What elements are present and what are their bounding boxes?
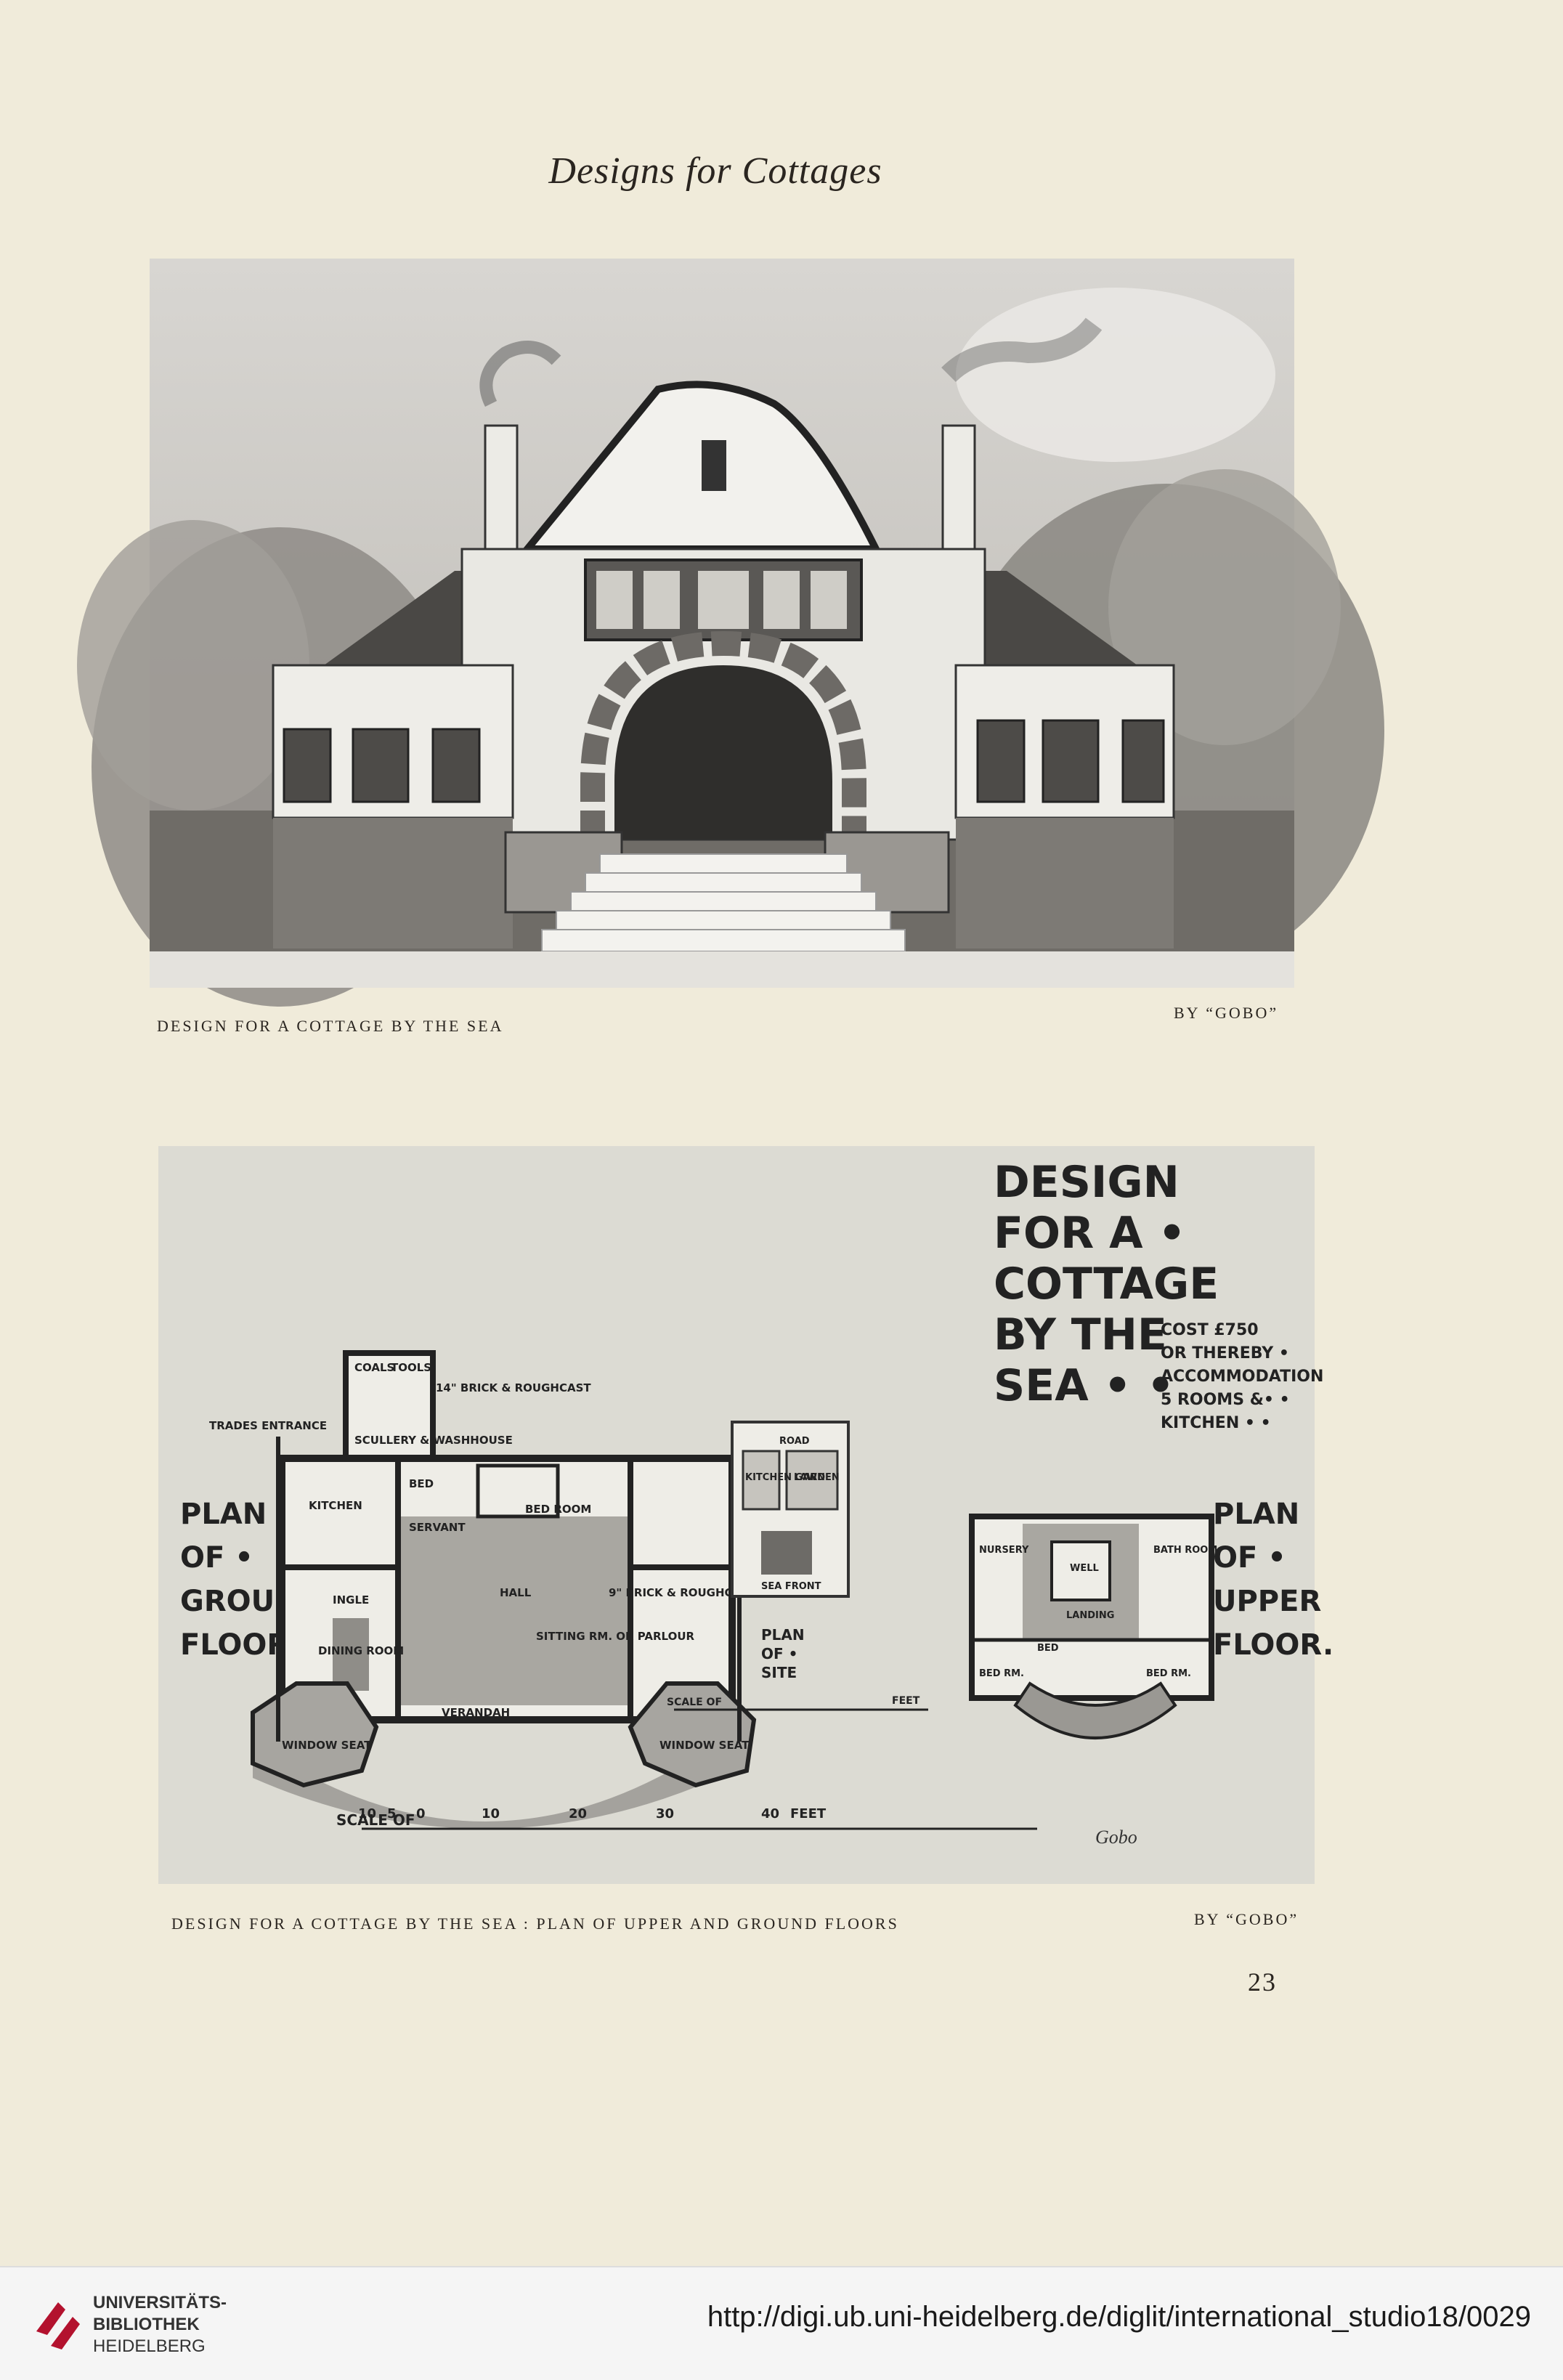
small-scale-label: SCALE OF xyxy=(667,1697,722,1708)
library-footer: UNIVERSITÄTS- BIBLIOTHEK HEIDELBERG http… xyxy=(0,2266,1563,2380)
room-window-seat-left: WINDOW SEAT xyxy=(282,1739,372,1752)
site-sea-front: SEA FRONT xyxy=(761,1581,821,1592)
small-scale-unit: FEET xyxy=(892,1695,920,1707)
cost-note-line-4: 5 ROOMS &• • xyxy=(1161,1391,1290,1409)
large-scale-tick: 10 xyxy=(358,1806,376,1821)
room-tools: TOOLS xyxy=(391,1361,431,1374)
cottage-plans-drawing: DESIGN FOR A • COTTAGE BY THE SEA • • CO… xyxy=(158,1146,1333,1884)
upper-floor-label-line-3: UPPER xyxy=(1213,1585,1321,1618)
room-sitting-room: SITTING RM. OR PARLOUR xyxy=(536,1630,695,1643)
site-plan-title: PLAN OF • SITE xyxy=(761,1626,805,1681)
cottage-elevation-drawing xyxy=(77,259,1384,1007)
tradesmens-entrance: TRADES ENTRANCE xyxy=(209,1419,327,1432)
library-logo-icon xyxy=(36,2302,80,2349)
cottage-plans-illustration: DESIGN FOR A • COTTAGE BY THE SEA • • CO… xyxy=(158,1146,1333,1884)
figure1-caption: DESIGN FOR A COTTAGE BY THE SEA xyxy=(157,1017,504,1035)
design-title-line-3: COTTAGE xyxy=(994,1259,1219,1309)
site-road: ROAD xyxy=(779,1436,810,1447)
room-hall: HALL xyxy=(500,1586,532,1599)
figure2-credit: BY “GOBO” xyxy=(1194,1910,1299,1928)
ground-floor-room-labels: KITCHEN BED ROOM HALL DINING ROOM SITTIN… xyxy=(209,1361,757,1752)
library-name-line-2: BIBLIOTHEK xyxy=(93,2315,200,2334)
figure2-caption: DESIGN FOR A COTTAGE BY THE SEA : PLAN O… xyxy=(171,1914,899,1933)
upper-floor-label-line-2: OF • xyxy=(1213,1541,1286,1575)
large-scale-tick: 40 xyxy=(761,1806,779,1821)
large-scale-tick: 5 xyxy=(387,1806,397,1821)
brick-note-mid: 9" BRICK & ROUGHCAST xyxy=(609,1586,757,1599)
room-dining-room: DINING ROOM xyxy=(318,1644,404,1657)
site-plan-title-line-2: OF • xyxy=(761,1645,797,1662)
design-title-line-5: SEA • • xyxy=(994,1360,1174,1411)
figure1-credit: BY “GOBO” xyxy=(1174,1004,1279,1022)
page: Designs for Cottages xyxy=(77,150,1384,1997)
room-verandah: VERANDAH xyxy=(442,1706,510,1719)
upper-bed-rm-left: BED RM. xyxy=(979,1668,1024,1679)
cottage-elevation-illustration xyxy=(77,259,1384,1007)
artist-signature: Gobo xyxy=(1095,1827,1137,1848)
cost-note-line-2: OR THEREBY • xyxy=(1161,1344,1289,1362)
library-name: UNIVERSITÄTS- BIBLIOTHEK HEIDELBERG xyxy=(93,2292,227,2357)
large-scale-unit: FEET xyxy=(790,1806,827,1821)
source-url-link[interactable]: http://digi.ub.uni-heidelberg.de/diglit/… xyxy=(707,2301,1531,2333)
room-kitchen: KITCHEN xyxy=(309,1499,362,1512)
room-servant: SERVANT xyxy=(409,1521,466,1534)
site-plan-labels: ROAD KITCHEN GARDEN LAWN SEA FRONT xyxy=(745,1436,840,1592)
room-ingle: INGLE xyxy=(333,1593,369,1607)
site-plan xyxy=(731,1421,850,1598)
site-plan-title-line-3: SITE xyxy=(761,1664,797,1681)
room-bed: BED xyxy=(409,1477,434,1490)
design-title-line-4: BY THE xyxy=(994,1309,1167,1360)
upper-floor-label: PLAN OF • UPPER FLOOR. xyxy=(1213,1498,1333,1662)
upper-bed: BED xyxy=(1037,1643,1059,1654)
large-scale-tick: 0 xyxy=(416,1806,426,1821)
upper-floor-label-line-4: FLOOR. xyxy=(1213,1628,1333,1662)
upper-bath-room: BATH ROOM xyxy=(1153,1545,1217,1556)
ground-floor-label-line-2: OF • xyxy=(180,1541,253,1575)
page-number: 23 xyxy=(1248,1967,1277,1997)
room-bed-room: BED ROOM xyxy=(525,1503,591,1516)
site-kitchen-garden: KITCHEN GARDEN xyxy=(745,1472,840,1483)
upper-landing: LANDING xyxy=(1066,1610,1114,1621)
site-plan-title-line-1: PLAN xyxy=(761,1626,805,1644)
ground-floor-plan xyxy=(251,1350,757,1829)
cost-note-line-3: ACCOMMODATION xyxy=(1161,1368,1323,1386)
room-scullery: SCULLERY & WASHHOUSE xyxy=(354,1434,513,1447)
library-name-line-1: UNIVERSITÄTS- xyxy=(93,2293,227,2312)
large-scale-tick: 30 xyxy=(656,1806,674,1821)
large-scale-label: SCALE OF xyxy=(336,1811,415,1829)
cost-note-line-5: KITCHEN • • xyxy=(1161,1414,1271,1432)
cost-note-line-1: COST £750 xyxy=(1161,1321,1259,1339)
room-window-seat-right: WINDOW SEAT xyxy=(659,1739,750,1752)
room-coals: COALS xyxy=(354,1361,394,1374)
brick-note-top: 14" BRICK & ROUGHCAST xyxy=(436,1381,591,1394)
large-scale-tick: 10 xyxy=(482,1806,500,1821)
upper-bed-rm-right: BED RM. xyxy=(1146,1668,1191,1679)
design-title-line-2: FOR A • xyxy=(994,1208,1186,1259)
upper-floor-label-line-1: PLAN xyxy=(1213,1498,1299,1531)
upper-floor-plan xyxy=(969,1514,1214,1739)
large-scale-tick: 20 xyxy=(569,1806,587,1821)
library-name-line-3: HEIDELBERG xyxy=(93,2336,206,2356)
site-lawn: LAWN xyxy=(794,1472,825,1483)
ground-floor-label-line-1: PLAN xyxy=(180,1498,267,1531)
upper-nursery: NURSERY xyxy=(979,1545,1029,1556)
running-title: Designs for Cottages xyxy=(548,150,882,192)
design-title-line-1: DESIGN xyxy=(994,1157,1180,1208)
small-scale-bar: SCALE OF FEET xyxy=(667,1695,928,1711)
design-title: DESIGN FOR A • COTTAGE BY THE SEA • • xyxy=(994,1157,1219,1411)
upper-well: WELL xyxy=(1070,1563,1099,1574)
upper-floor-room-labels: NURSERY WELL BATH ROOM LANDING BED BED R… xyxy=(979,1545,1217,1679)
large-scale-bar: SCALE OF 10 5 0 10 20 30 40 FEET xyxy=(336,1806,1037,1830)
cost-note: COST £750 OR THEREBY • ACCOMMODATION 5 R… xyxy=(1161,1321,1323,1432)
